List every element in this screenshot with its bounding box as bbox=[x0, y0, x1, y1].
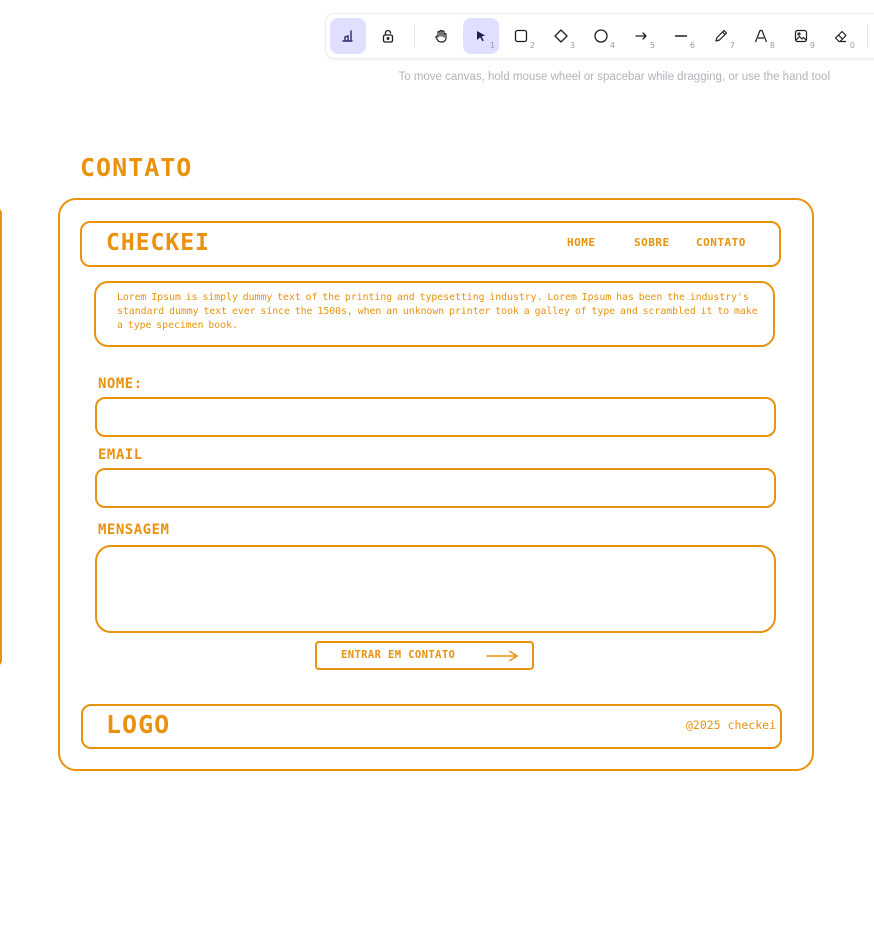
contact-button[interactable] bbox=[315, 641, 534, 670]
tool-key: 3 bbox=[569, 41, 575, 50]
eraser-tool-button[interactable]: 0 bbox=[823, 18, 859, 54]
pencil-icon bbox=[715, 29, 728, 42]
rectangle-icon bbox=[514, 29, 528, 43]
keep-selected-tool-button[interactable] bbox=[330, 18, 366, 54]
page-title[interactable]: CONTATO bbox=[80, 153, 193, 182]
tool-key: 5 bbox=[649, 41, 655, 50]
intro-text[interactable]: Lorem Ipsum is simply dummy text of the … bbox=[117, 292, 758, 331]
arrow-right-icon[interactable] bbox=[486, 650, 520, 662]
keep-tool-icon bbox=[342, 30, 353, 42]
pointer-icon bbox=[477, 31, 485, 42]
excalidraw-toolbar: 1 2 3 4 5 6 7 8 9 0 bbox=[326, 14, 874, 58]
tool-key: 2 bbox=[529, 41, 535, 50]
eraser-icon bbox=[834, 30, 847, 43]
text-icon bbox=[754, 29, 768, 43]
line-tool-button[interactable]: 6 bbox=[663, 18, 699, 54]
toolbar-divider bbox=[867, 24, 868, 48]
offscreen-frame-edge[interactable] bbox=[0, 207, 2, 667]
site-header[interactable] bbox=[80, 221, 781, 267]
tool-key: 6 bbox=[689, 41, 695, 50]
tool-key: 9 bbox=[809, 41, 815, 50]
draw-tool-button[interactable]: 7 bbox=[703, 18, 739, 54]
nav-home[interactable]: HOME bbox=[567, 236, 596, 249]
image-tool-button[interactable]: 9 bbox=[783, 18, 819, 54]
site-footer[interactable] bbox=[81, 704, 782, 749]
tool-key: 0 bbox=[849, 41, 855, 50]
ellipse-icon bbox=[594, 29, 608, 43]
email-label[interactable]: EMAIL bbox=[98, 447, 143, 463]
toolbar-divider bbox=[414, 24, 415, 48]
diamond-icon bbox=[554, 29, 568, 43]
intro-box[interactable] bbox=[94, 281, 775, 347]
tool-key: 1 bbox=[489, 41, 495, 50]
nav-contato[interactable]: CONTATO bbox=[696, 236, 746, 249]
contact-button-label[interactable]: ENTRAR EM CONTATO bbox=[341, 649, 456, 661]
canvas-hint: To move canvas, hold mouse wheel or spac… bbox=[398, 71, 830, 83]
arrow-tool-button[interactable]: 5 bbox=[623, 18, 659, 54]
image-icon bbox=[794, 29, 808, 43]
line-icon bbox=[674, 35, 688, 37]
email-field[interactable] bbox=[95, 468, 776, 508]
message-label[interactable]: MENSAGEM bbox=[98, 522, 170, 538]
tool-key: 4 bbox=[609, 41, 615, 50]
selection-tool-button[interactable]: 1 bbox=[463, 18, 499, 54]
hand-icon bbox=[435, 29, 447, 43]
name-field[interactable] bbox=[95, 397, 776, 437]
wireframe-frame[interactable] bbox=[58, 198, 814, 771]
tool-key: 7 bbox=[729, 41, 735, 50]
tool-key: 8 bbox=[769, 41, 775, 50]
message-field[interactable] bbox=[95, 545, 776, 633]
diamond-tool-button[interactable]: 3 bbox=[543, 18, 579, 54]
nav-sobre[interactable]: SOBRE bbox=[634, 236, 670, 249]
name-label[interactable]: NOME: bbox=[98, 376, 143, 392]
rectangle-tool-button[interactable]: 2 bbox=[503, 18, 539, 54]
unlock-icon bbox=[382, 29, 394, 43]
brand-name[interactable]: CHECKEI bbox=[106, 230, 210, 256]
hand-tool-button[interactable] bbox=[423, 18, 459, 54]
text-tool-button[interactable]: 8 bbox=[743, 18, 779, 54]
footer-logo[interactable]: LOGO bbox=[106, 710, 171, 739]
arrow-icon bbox=[635, 32, 647, 40]
footer-copyright[interactable]: @2025 checkei bbox=[686, 718, 777, 732]
lock-button[interactable] bbox=[370, 18, 406, 54]
ellipse-tool-button[interactable]: 4 bbox=[583, 18, 619, 54]
